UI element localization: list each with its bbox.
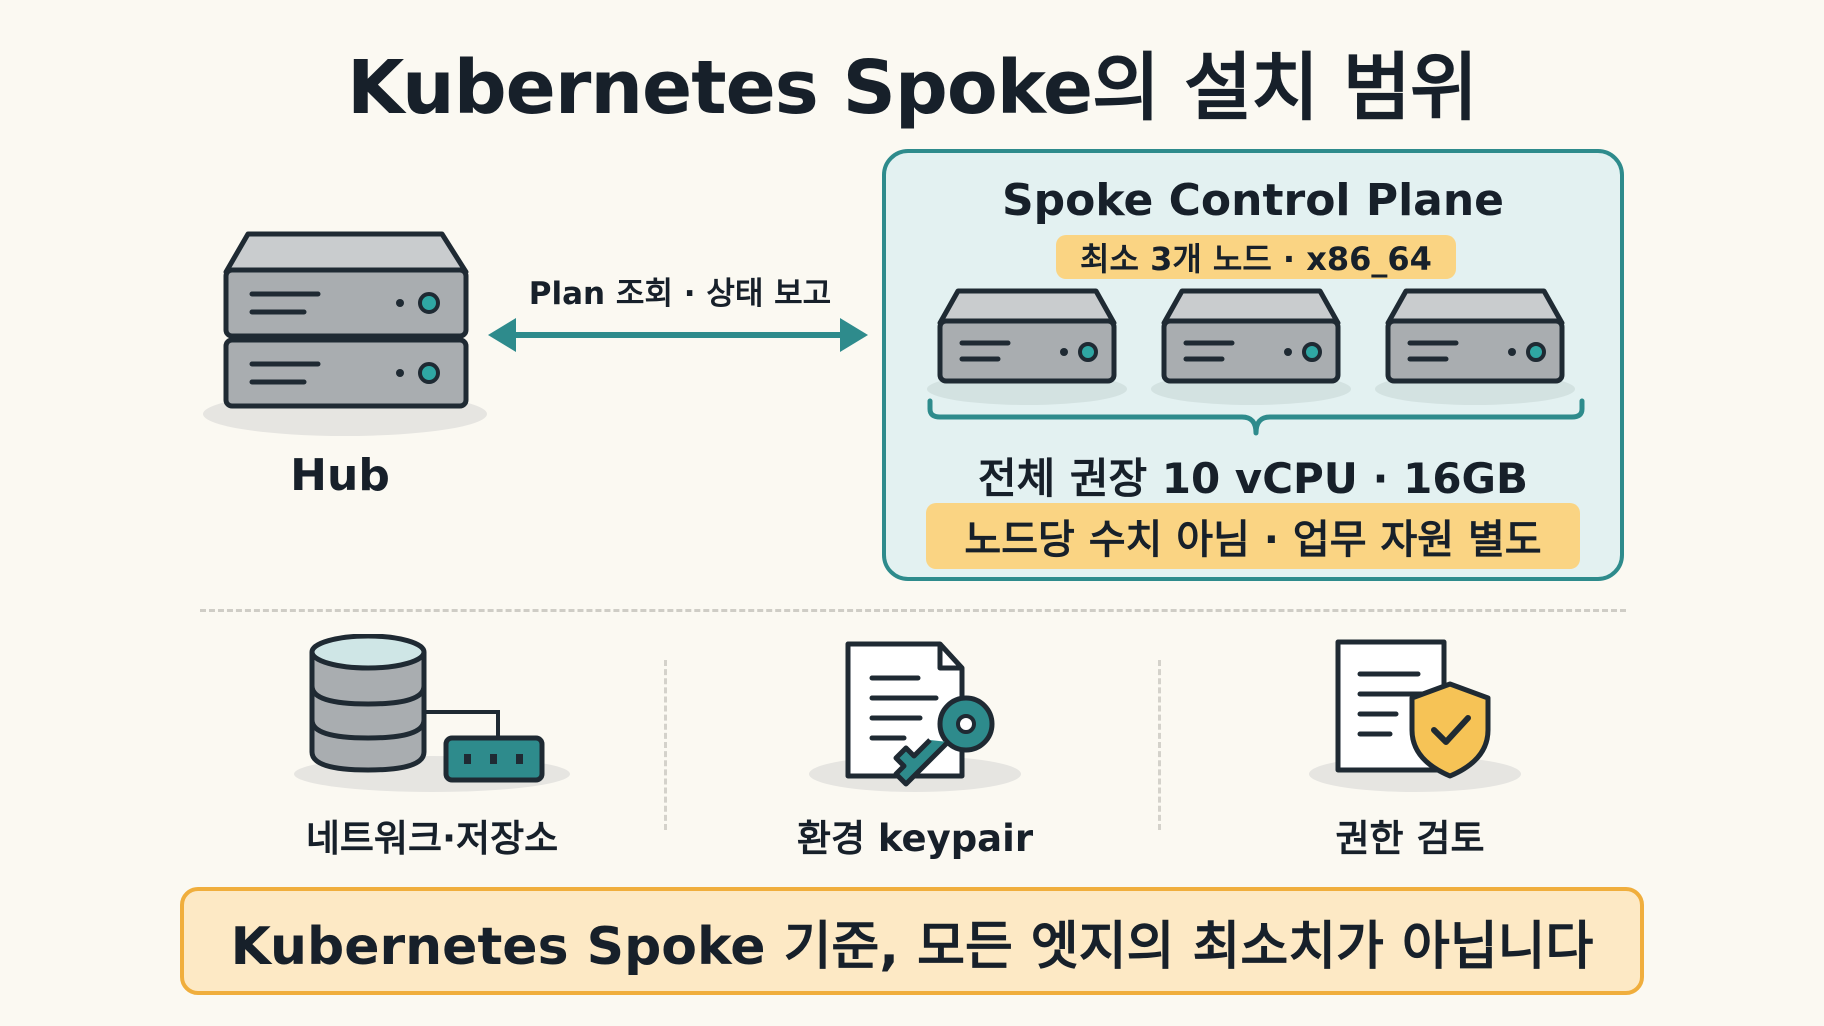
group-brace-icon (927, 398, 1585, 436)
section-divider (200, 609, 1626, 612)
node-requirement-tag: 최소 3개 노드 · x86_64 (1056, 235, 1456, 279)
total-resources: 전체 권장 10 vCPU · 16GB (977, 454, 1529, 503)
node-server-icon (927, 288, 1127, 405)
hub-server-icon (203, 231, 487, 436)
database-network-icon (294, 634, 570, 792)
node-server-icon (1151, 288, 1351, 405)
control-plane-panel: Spoke Control Plane 최소 3개 노드 · x86_64 전체… (882, 149, 1624, 581)
column-separator (664, 660, 667, 830)
link-label: Plan 조회 · 상태 보고 (528, 276, 832, 312)
footer-banner: Kubernetes Spoke 기준, 모든 엣지의 최소치가 아닙니다 (180, 887, 1644, 995)
page-title: Kubernetes Spoke의 설치 범위 (346, 45, 1478, 131)
bidirectional-arrow-icon (488, 318, 868, 352)
column-separator (1158, 660, 1161, 830)
document-key-icon (809, 641, 1021, 792)
requirement-network-storage: 네트워크·저장소 (305, 817, 559, 860)
requirement-keypair: 환경 keypair (796, 817, 1034, 860)
node-server-icon (1375, 288, 1575, 405)
requirement-permission-review: 권한 검토 (1335, 817, 1485, 860)
control-plane-title: Spoke Control Plane (1001, 175, 1505, 226)
resources-note: 노드당 수치 아님 · 업무 자원 별도 (926, 503, 1580, 569)
document-shield-icon (1309, 639, 1521, 792)
hub-label: Hub (290, 450, 390, 501)
